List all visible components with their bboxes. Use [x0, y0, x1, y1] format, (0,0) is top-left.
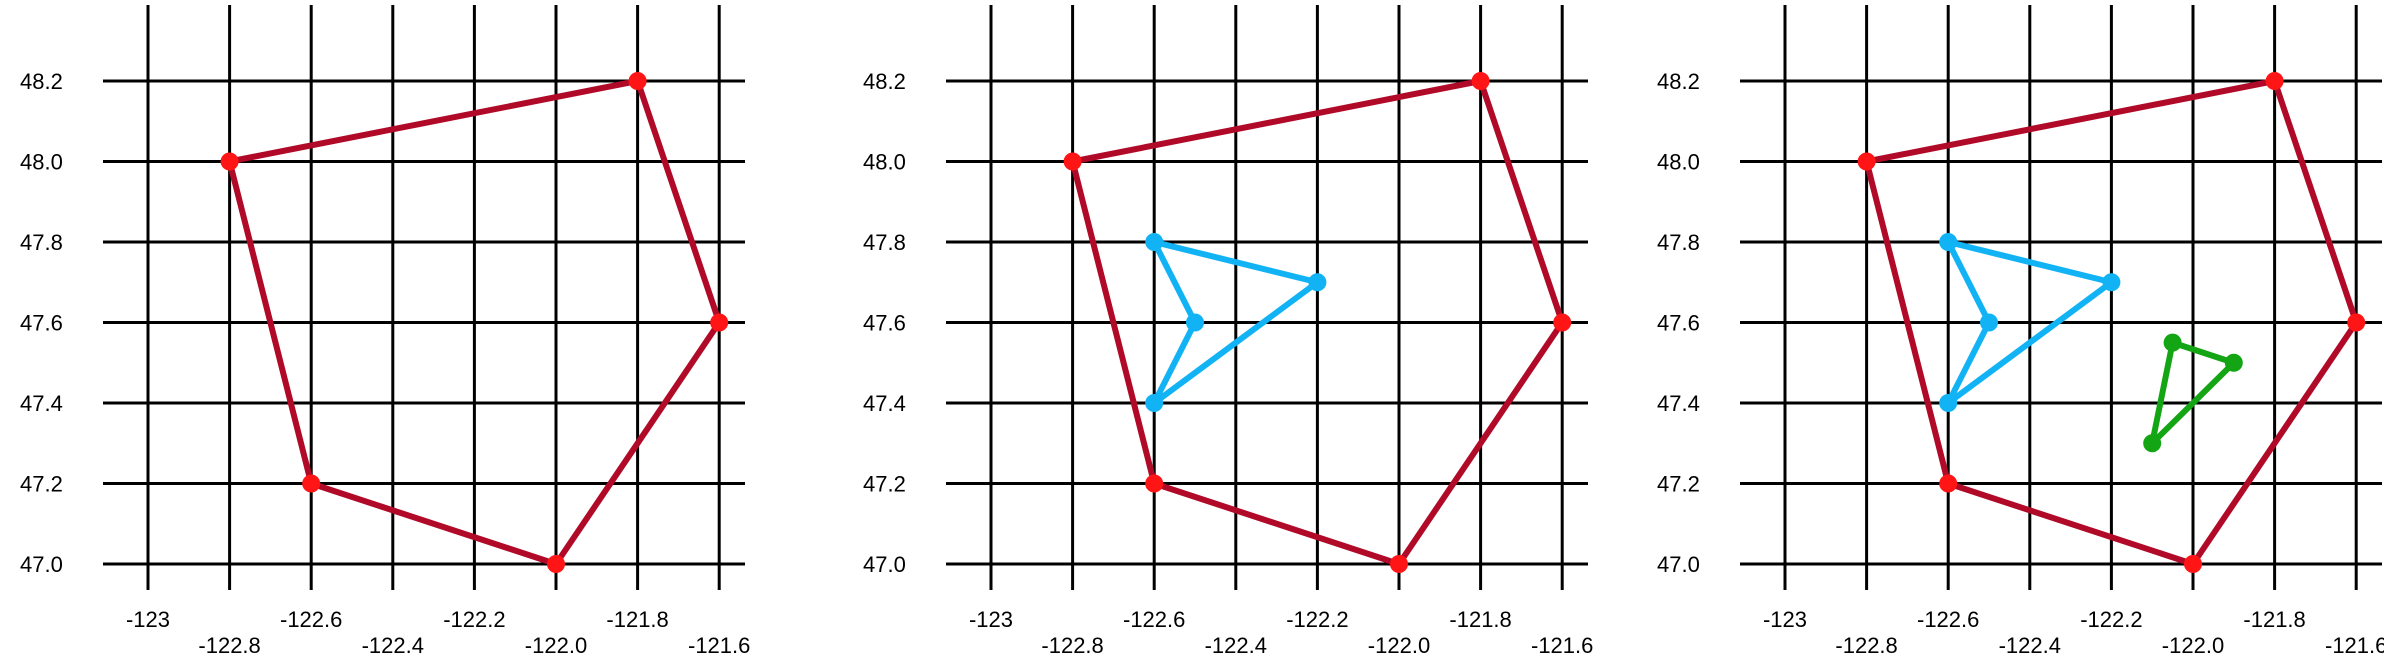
outer-vertex — [1390, 555, 1408, 573]
green-vertex — [2143, 434, 2162, 453]
x-tick-label: -122.2 — [443, 607, 505, 632]
x-tick-label: -122.2 — [2080, 607, 2142, 632]
y-tick-label: 47.4 — [20, 391, 63, 416]
outer-vertex — [1939, 474, 1958, 493]
x-tick-label: -121.8 — [606, 607, 668, 632]
blue-vertex — [1308, 273, 1327, 292]
x-tick-label: -122.4 — [1205, 633, 1267, 658]
outer-vertex — [710, 313, 729, 332]
blue-vertex — [1145, 394, 1164, 412]
x-tick-label: -121.8 — [1449, 607, 1511, 632]
map-panel-2: -123 -122.8 -122.6 -122.4 -122.2 -122.0 -121.8… — [863, 5, 1593, 658]
green-polygon — [2149, 339, 2237, 447]
x-tick-label: -122.6 — [1123, 607, 1185, 632]
blue-vertex — [2102, 273, 2121, 292]
y-tick-label: 47.4 — [863, 391, 906, 416]
map-panel-1: -123 -122.8 -122.6 -122.4 -122.2 -122.0 -121.8… — [20, 5, 750, 658]
y-tick-label: 47.0 — [863, 552, 906, 577]
outer-vertex — [1063, 152, 1082, 171]
y-tick-label: 47.4 — [1657, 391, 1700, 416]
x-tick-label: -122.0 — [2162, 633, 2224, 658]
outer-vertex — [628, 72, 647, 90]
x-tick-label: -122.4 — [362, 633, 424, 658]
map-panel-3: -123 -122.8 -122.6 -122.4 -122.2 -122.0 -121.8… — [1657, 5, 2384, 658]
x-tick-label: -122.0 — [1368, 633, 1430, 658]
blue-vertex — [1145, 233, 1164, 251]
x-tick-label: -122.0 — [525, 633, 587, 658]
outer-vertex — [220, 152, 239, 171]
blue-vertex — [1939, 394, 1958, 412]
green-vertex — [2163, 333, 2182, 352]
outer-polygon — [226, 78, 723, 567]
blue-vertex — [1980, 313, 1998, 332]
outer-vertex — [302, 474, 321, 493]
x-tick-label: -121.6 — [688, 633, 750, 658]
outer-vertex — [1471, 72, 1490, 90]
y-tick-label: 48.0 — [863, 150, 906, 175]
y-tick-label: 47.0 — [1657, 552, 1700, 577]
x-tick-label: -122.8 — [1041, 633, 1103, 658]
y-tick-label: 47.6 — [1657, 311, 1700, 336]
x-tick-label: -122.6 — [280, 607, 342, 632]
outer-vertex — [1857, 152, 1876, 171]
y-tick-label: 47.6 — [20, 311, 63, 336]
x-tick-label: -122.6 — [1917, 607, 1979, 632]
y-tick-label: 47.2 — [863, 472, 906, 497]
y-tick-label: 47.8 — [20, 230, 63, 255]
y-tick-label: 48.0 — [20, 150, 63, 175]
blue-vertex — [1939, 233, 1958, 251]
outer-vertex — [547, 555, 565, 573]
x-tick-label: -122.4 — [1999, 633, 2061, 658]
outer-vertex — [1553, 313, 1572, 332]
outer-polygon — [1069, 78, 1566, 567]
y-tick-label: 48.0 — [1657, 150, 1700, 175]
outer-vertex — [2184, 555, 2202, 573]
x-tick-label: -123 — [1763, 607, 1807, 632]
y-tick-label: 47.0 — [20, 552, 63, 577]
x-tick-label: -123 — [969, 607, 1013, 632]
x-tick-label: -121.6 — [2325, 633, 2384, 658]
green-vertex — [2224, 353, 2243, 372]
x-tick-label: -122.8 — [1835, 633, 1897, 658]
y-tick-label: 48.2 — [1657, 69, 1700, 94]
blue-vertex — [1186, 313, 1204, 332]
x-tick-label: -123 — [126, 607, 170, 632]
y-tick-label: 47.8 — [863, 230, 906, 255]
outer-vertex — [1145, 474, 1164, 493]
y-tick-label: 47.2 — [20, 472, 63, 497]
y-tick-label: 47.8 — [1657, 230, 1700, 255]
y-tick-label: 47.6 — [863, 311, 906, 336]
y-tick-label: 48.2 — [863, 69, 906, 94]
outer-polygon — [1863, 78, 2360, 567]
x-tick-label: -122.2 — [1286, 607, 1348, 632]
x-tick-label: -121.6 — [1531, 633, 1593, 658]
outer-vertex — [2265, 72, 2284, 90]
x-tick-label: -121.8 — [2243, 607, 2305, 632]
x-tick-label: -122.8 — [198, 633, 260, 658]
outer-vertex — [2347, 313, 2366, 332]
y-tick-label: 47.2 — [1657, 472, 1700, 497]
y-tick-label: 48.2 — [20, 69, 63, 94]
